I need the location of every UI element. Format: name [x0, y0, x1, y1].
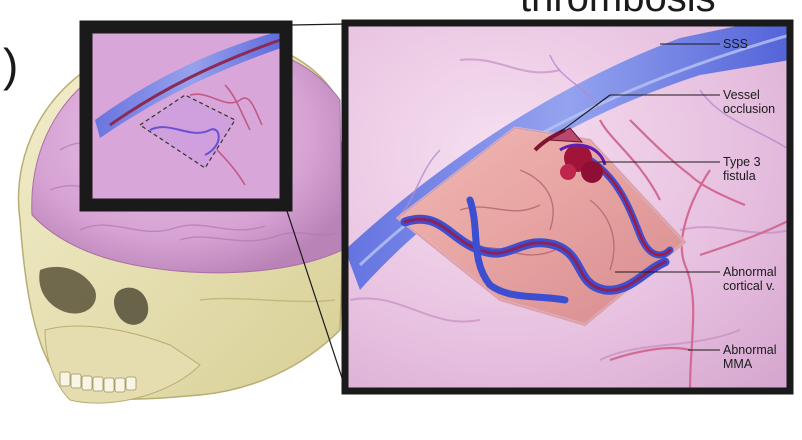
label-abnormal-mma: Abnormal MMA: [723, 343, 777, 371]
paren-fragment: ): [3, 38, 18, 92]
label-abnormal-cortical: Abnormal cortical v.: [723, 265, 777, 293]
detail-panel: [345, 15, 790, 391]
title-fragment: thrombosis: [520, 0, 760, 21]
label-vessel-occlusion: Vessel occlusion: [723, 88, 775, 116]
label-sss: SSS: [723, 37, 748, 51]
inset-region: [86, 27, 290, 205]
label-type3-fistula: Type 3 fistula: [723, 155, 761, 183]
